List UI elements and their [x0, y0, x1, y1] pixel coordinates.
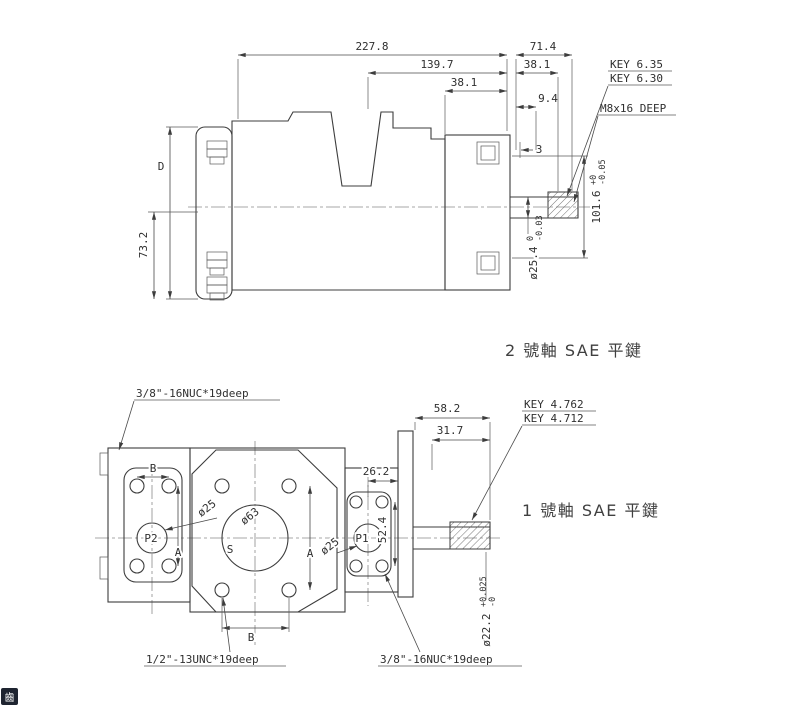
shaft-key-hatch — [547, 191, 579, 219]
top-view-caption: 2 號軸 SAE 平鍵 — [505, 341, 642, 360]
dim-26-2: 26.2 — [363, 465, 390, 478]
top-view-dimensions — [148, 52, 676, 300]
shaft-key-hatch — [449, 521, 491, 550]
dim-25-4-tol-hi: 0 — [526, 236, 536, 241]
thread-spec-m8: M8x16 DEEP — [600, 102, 667, 115]
label-S: S — [227, 543, 234, 556]
dim-25-4: ø25.4 — [527, 246, 540, 279]
mounting-plate-bosses — [206, 140, 228, 301]
bottom-view-dimensions — [118, 399, 596, 667]
bolt-hole — [214, 582, 230, 598]
bolt-hole — [129, 478, 145, 494]
dim-38-1-a: 38.1 — [451, 76, 478, 89]
watermark-badge: 齒 — [1, 688, 18, 705]
dim-22-2-tol-hi: +0.025 — [479, 576, 489, 607]
label-A-right: A — [307, 547, 314, 560]
rear-plate — [397, 430, 414, 598]
thread-spec-bottom-right: 3/8"-16NUC*19deep — [380, 653, 493, 666]
key-spec-2: KEY 4.712 — [524, 412, 584, 425]
dim-25-4-tol-lo: -0.03 — [535, 215, 545, 241]
bolt-hole — [349, 559, 363, 573]
label-P1: P1 — [355, 532, 368, 545]
dim-58-2: 58.2 — [434, 402, 461, 415]
key-spec-1: KEY 4.762 — [524, 398, 584, 411]
bolt-hole — [214, 478, 230, 494]
thread-spec-top: 3/8"-16NUC*19deep — [136, 387, 249, 400]
dim-22-2-tol-lo: -0 — [488, 597, 498, 607]
watermark-background — [1, 688, 18, 705]
dim-25-left: ø25 — [195, 497, 219, 519]
p2-port-circle — [136, 522, 168, 554]
dim-22-2: ø22.2 — [480, 613, 493, 646]
shaft — [510, 191, 579, 219]
thread-spec-bottom-left: 1/2"-13UNC*19deep — [146, 653, 259, 666]
right-port-flange — [344, 467, 399, 593]
rear-cover — [444, 134, 511, 291]
bottom-view: 3/8"-16NUC*19deep 58.2 31.7 KEY 4.762 KE… — [95, 387, 659, 667]
dim-73-2: 73.2 — [137, 232, 150, 259]
rear-cover-bosses — [476, 141, 500, 275]
dim-101-6-group: 101.6 +0 -0.05 — [588, 159, 608, 225]
label-P2: P2 — [144, 532, 157, 545]
dim-52-4: 52.4 — [376, 516, 389, 543]
bolt-hole — [281, 582, 297, 598]
label-A-left: A — [175, 546, 182, 559]
label-B-bottom: B — [248, 631, 255, 644]
front-shaft — [413, 521, 491, 550]
dim-71-4: 71.4 — [530, 40, 557, 53]
dim-227-8: 227.8 — [355, 40, 388, 53]
watermark-glyph: 齒 — [5, 692, 15, 704]
bolt-hole — [161, 558, 177, 574]
key-spec-2: KEY 6.30 — [610, 72, 663, 85]
mounting-plate — [195, 126, 233, 300]
bolt-hole — [129, 558, 145, 574]
dim-25-4-group: ø25.4 0 -0.03 — [525, 215, 545, 281]
bolt-hole — [349, 495, 363, 509]
dim-139-7: 139.7 — [420, 58, 453, 71]
dim-38-1-b: 38.1 — [524, 58, 551, 71]
dim-31-7: 31.7 — [437, 424, 464, 437]
top-view: 227.8 139.7 38.1 71.4 38.1 9.4 3 D 73.2 … — [135, 40, 676, 360]
bolt-hole — [161, 478, 177, 494]
pump-body-outline — [231, 111, 446, 291]
dim-101-6: 101.6 — [590, 190, 603, 223]
dim-101-6-tol-hi: +0 — [589, 175, 599, 185]
octagon-flange — [191, 449, 338, 613]
bolt-hole — [375, 559, 389, 573]
dim-3: 3 — [536, 143, 543, 156]
dim-101-6-tol-lo: -0.05 — [598, 159, 608, 185]
label-D: D — [158, 160, 165, 173]
label-B-top: B — [150, 462, 157, 475]
bottom-view-caption: 1 號軸 SAE 平鍵 — [522, 501, 659, 520]
dim-9-4: 9.4 — [538, 92, 558, 105]
bolt-hole — [281, 478, 297, 494]
bolt-hole — [375, 495, 389, 509]
p1-port-circle — [353, 523, 383, 553]
dim-22-2-group: ø22.2 +0.025 -0 — [478, 576, 498, 648]
left-port-flange — [99, 447, 191, 603]
key-spec-1: KEY 6.35 — [610, 58, 663, 71]
suction-port-circle — [221, 504, 289, 572]
center-flange — [189, 447, 346, 613]
